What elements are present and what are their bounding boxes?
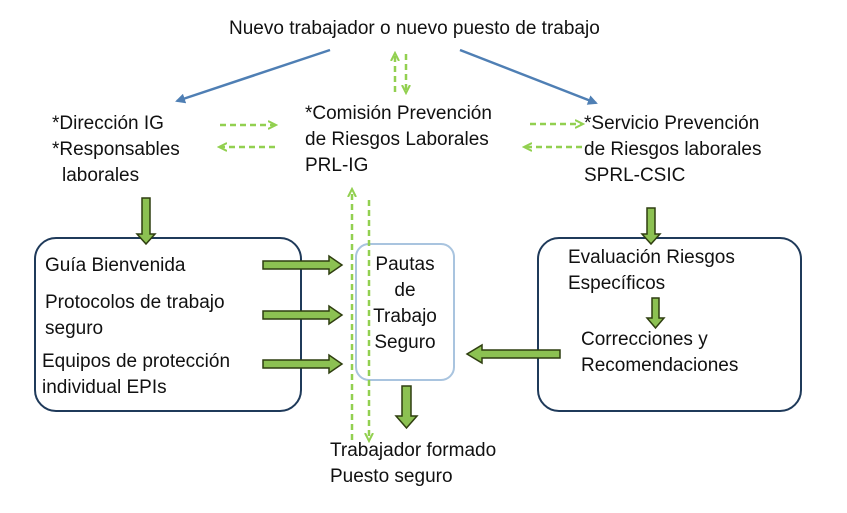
evaluacion-label: Evaluación Riesgos Específicos	[568, 247, 735, 294]
block-arrow-correcciones	[465, 343, 561, 365]
block-arrow-down-inner	[645, 297, 666, 330]
correcciones-label: Correcciones y Recomendaciones	[581, 329, 739, 376]
right-box	[537, 237, 802, 412]
equipos-label: Equipos de protección individual EPIs	[42, 351, 231, 398]
block-arrow-equipos	[262, 353, 344, 375]
protocolos-label: Protocolos de trabajo seguro	[45, 292, 225, 339]
bottom-label: Trabajador formado Puesto seguro	[330, 440, 497, 487]
center-box	[355, 243, 455, 381]
block-arrow-down-right	[640, 207, 662, 246]
title-top: Nuevo trabajador o nuevo puesto de traba…	[229, 18, 600, 39]
left-box	[34, 237, 302, 412]
block-arrow-protocolos	[262, 304, 344, 326]
block-arrow-down-center	[394, 385, 419, 430]
servicio-label: *Servicio Prevención de Riesgos laborale…	[584, 113, 762, 186]
blue-arrow-left	[175, 48, 331, 104]
blue-arrow-right	[459, 48, 598, 105]
guia-label: Guía Bienvenida	[45, 255, 186, 276]
pautas-label: Pautas de Trabajo Seguro	[373, 254, 437, 353]
direccion-label: *Dirección IG *Responsables laborales	[52, 113, 180, 186]
comision-label: *Comisión Prevención de Riesgos Laborale…	[305, 103, 492, 176]
block-arrow-down-left	[135, 197, 157, 246]
block-arrow-guia	[262, 254, 344, 276]
